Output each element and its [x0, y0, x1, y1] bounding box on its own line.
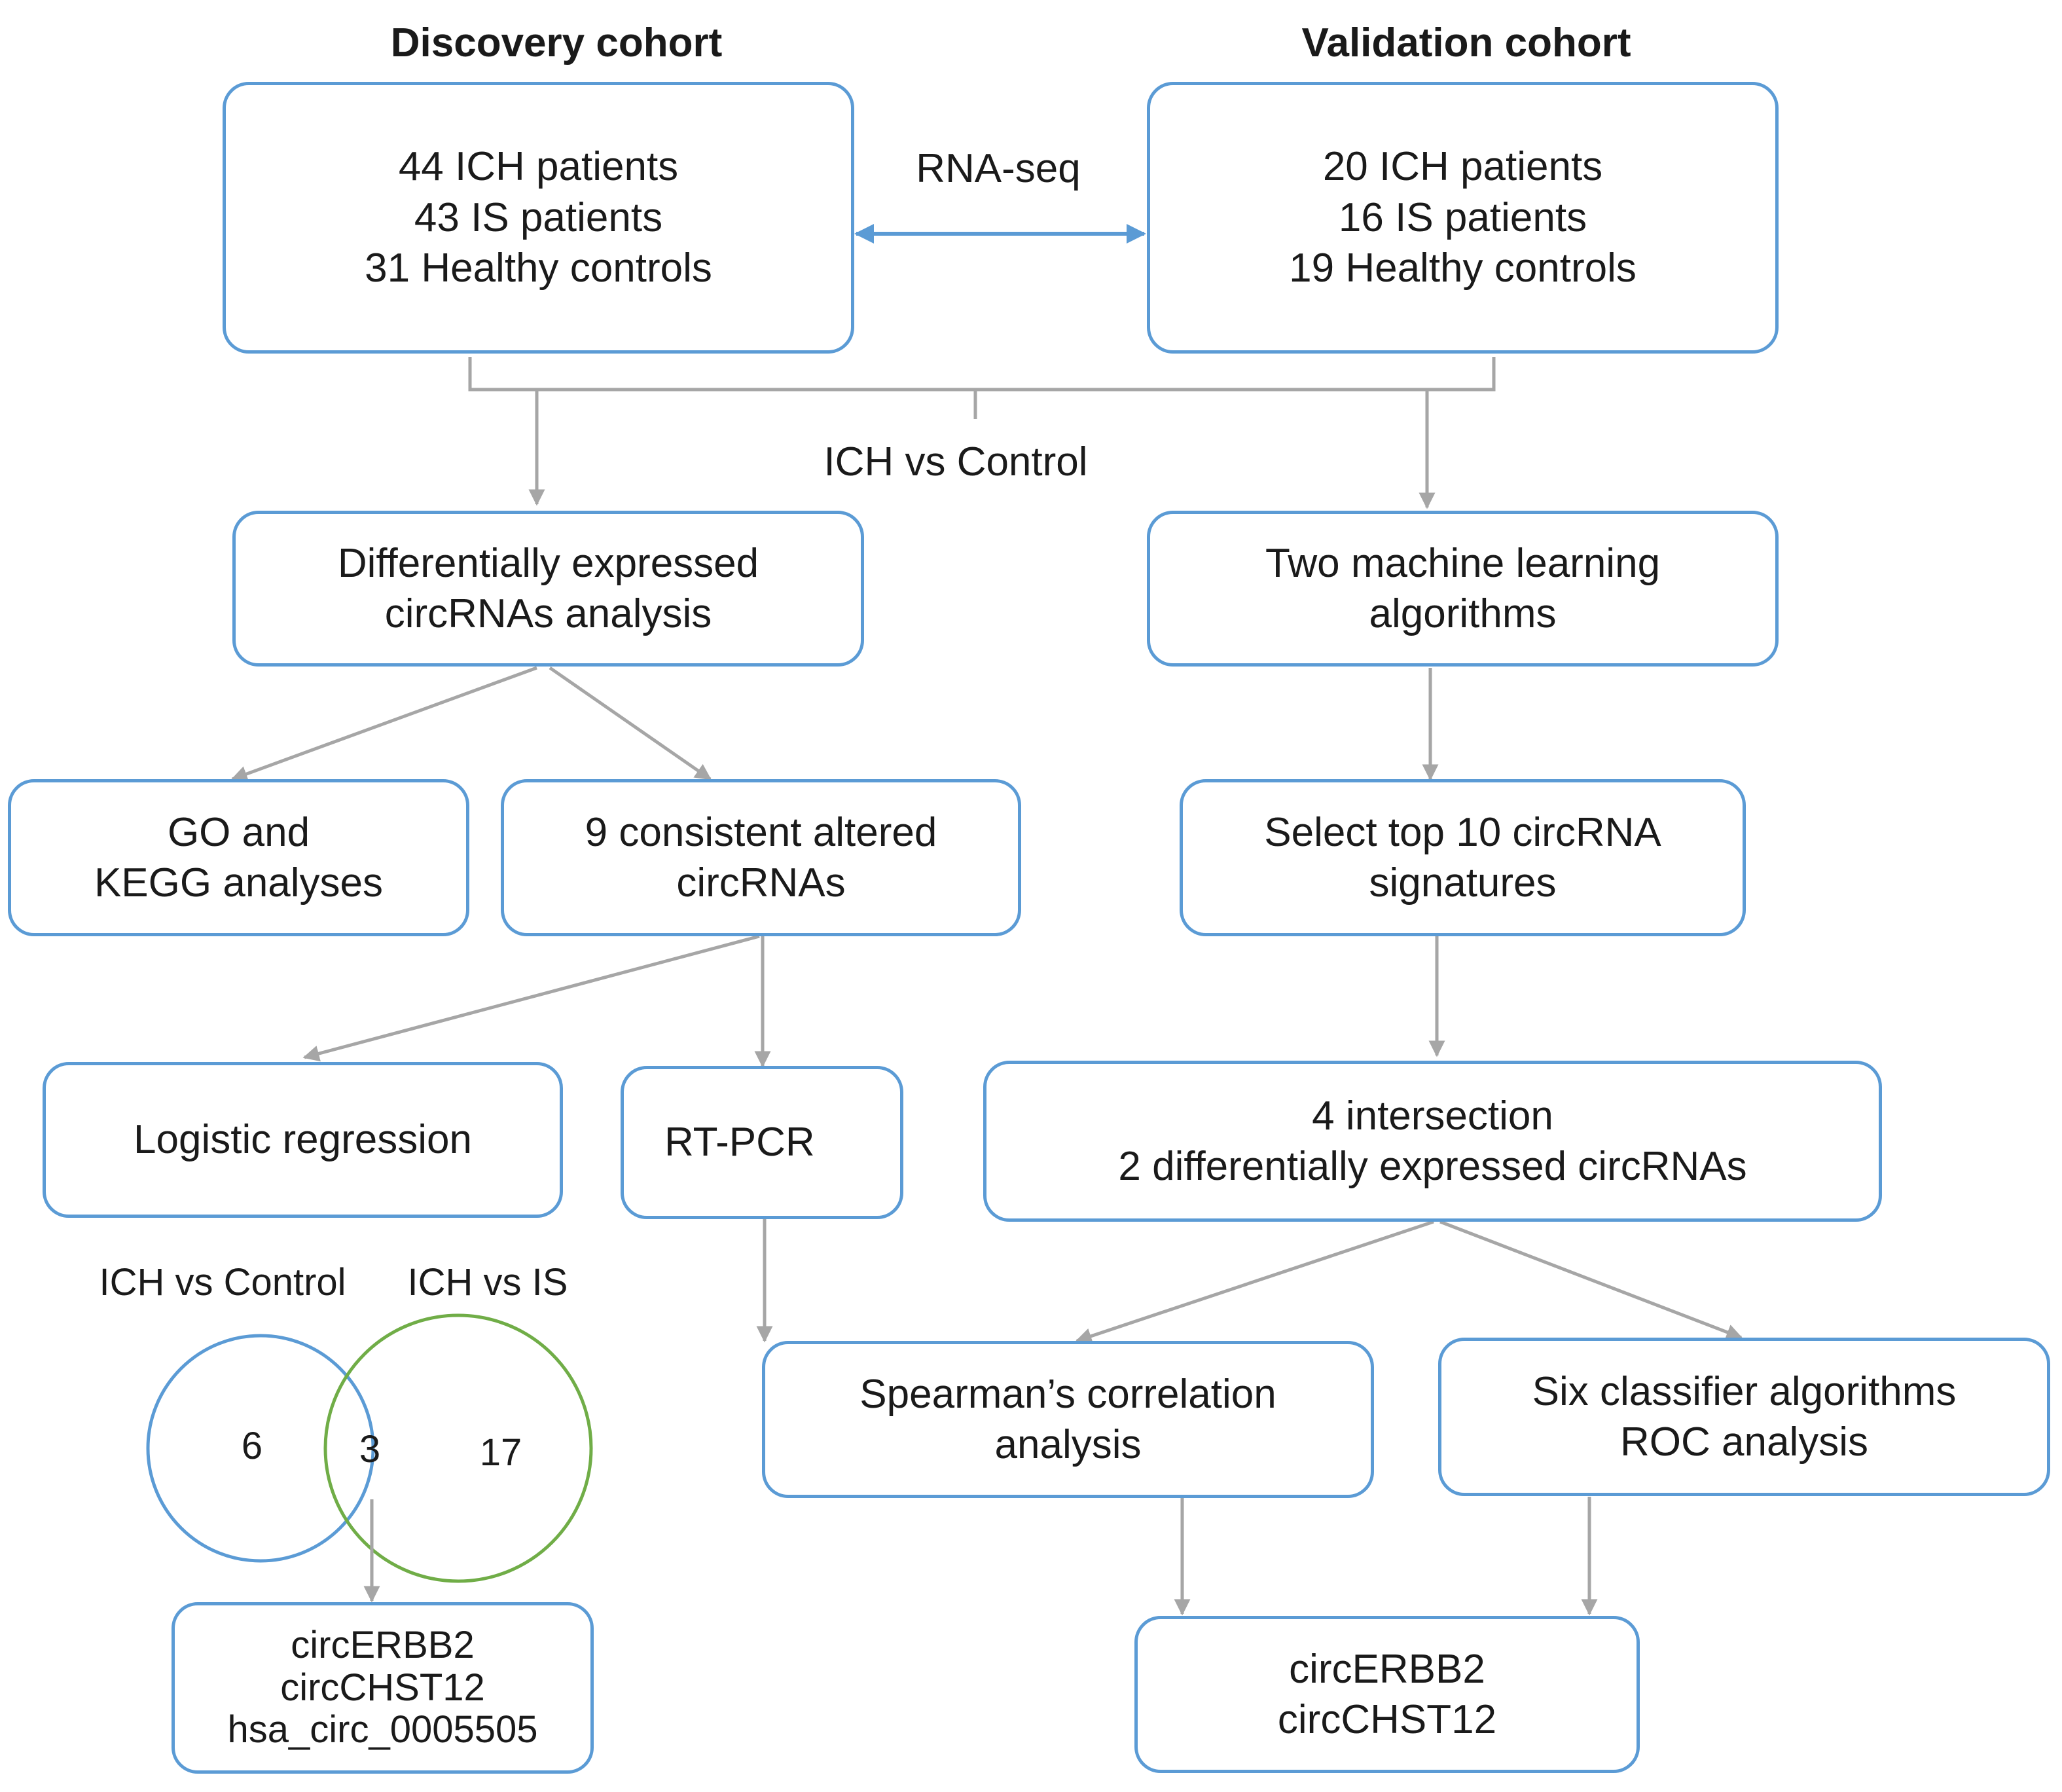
top10-line-2: signatures [1369, 860, 1557, 905]
ml-algorithms-box: Two machine learning algorithms [1147, 511, 1779, 667]
dea-box: Differentially expressed circRNAs analys… [232, 511, 864, 667]
discovery-cohort-header: Discovery cohort [390, 20, 723, 65]
venn-result-line-1: circERBB2 [291, 1623, 475, 1666]
rtpcr-line-1: RT-PCR [664, 1120, 815, 1165]
top10-signatures-box: Select top 10 circRNA signatures [1180, 779, 1746, 936]
ml-line-2: algorithms [1369, 591, 1557, 636]
arrow-to-classifier [1439, 1220, 1743, 1340]
venn-label-ich-vs-control: ICH vs Control [99, 1261, 346, 1304]
classifier-box: Six classifier algorithms ROC analysis [1438, 1338, 2050, 1496]
intersection-box: 4 intersection 2 differentially expresse… [983, 1061, 1882, 1222]
rtpcr-box: RT-PCR [621, 1066, 903, 1219]
intersection-line-2: 2 differentially expressed circRNAs [1118, 1144, 1747, 1189]
venn-count-overlap: 3 [359, 1428, 381, 1471]
go-kegg-box: GO and KEGG analyses [8, 779, 469, 936]
consistent-line-2: circRNAs [676, 860, 846, 905]
classifier-line-2: ROC analysis [1620, 1419, 1868, 1465]
consistent-line-1: 9 consistent altered [585, 809, 937, 855]
final-line-1: circERBB2 [1289, 1646, 1485, 1692]
arrow-to-logistic [302, 934, 760, 1062]
venn-circle-ich-vs-control [146, 1334, 375, 1563]
venn-result-line-2: circCHST12 [280, 1666, 485, 1709]
validation-control-count: 19 Healthy controls [1289, 246, 1637, 291]
dea-line-2: circRNAs analysis [384, 591, 712, 636]
validation-cohort-box: 20 ICH patients 16 IS patients 19 Health… [1147, 82, 1779, 354]
spearman-box: Spearman’s correlation analysis [762, 1341, 1374, 1498]
final-line-2: circCHST12 [1277, 1697, 1497, 1742]
arrow-to-go-kegg [230, 666, 537, 782]
intersection-line-1: 4 intersection [1312, 1093, 1553, 1139]
venn-count-left-only: 6 [241, 1425, 263, 1467]
comparison-bracket [468, 357, 1496, 419]
venn-result-line-3: hsa_circ_0005505 [227, 1708, 538, 1751]
top10-line-1: Select top 10 circRNA [1264, 809, 1661, 855]
discovery-ich-count: 44 ICH patients [398, 144, 679, 190]
discovery-is-count: 43 IS patients [414, 194, 663, 240]
venn-circle-ich-vs-is [323, 1313, 593, 1583]
spearman-line-2: analysis [994, 1422, 1142, 1467]
validation-ich-count: 20 ICH patients [1322, 144, 1603, 190]
arrow-to-spearman [1075, 1220, 1434, 1344]
arrow-to-consistent [549, 666, 712, 781]
spearman-line-1: Spearman’s correlation [859, 1371, 1276, 1417]
dea-line-1: Differentially expressed [337, 540, 759, 586]
consistent-circrnas-box: 9 consistent altered circRNAs [501, 779, 1021, 936]
comparison-label: ICH vs Control [823, 439, 1088, 485]
go-kegg-line-1: GO and [167, 809, 310, 855]
ml-line-1: Two machine learning [1265, 540, 1661, 586]
logistic-line-1: Logistic regression [134, 1117, 472, 1163]
venn-result-box: circERBB2 circCHST12 hsa_circ_0005505 [172, 1602, 594, 1774]
logistic-regression-box: Logistic regression [43, 1062, 563, 1218]
final-circrnas-box: circERBB2 circCHST12 [1134, 1616, 1640, 1773]
rnaseq-label: RNA-seq [916, 146, 1081, 191]
go-kegg-line-2: KEGG analyses [94, 860, 384, 905]
validation-cohort-header: Validation cohort [1301, 20, 1631, 65]
discovery-cohort-box: 44 ICH patients 43 IS patients 31 Health… [223, 82, 854, 354]
discovery-control-count: 31 Healthy controls [365, 246, 712, 291]
venn-label-ich-vs-is: ICH vs IS [407, 1261, 568, 1304]
venn-count-right-only: 17 [479, 1431, 522, 1474]
classifier-line-1: Six classifier algorithms [1532, 1368, 1957, 1414]
validation-is-count: 16 IS patients [1338, 194, 1587, 240]
